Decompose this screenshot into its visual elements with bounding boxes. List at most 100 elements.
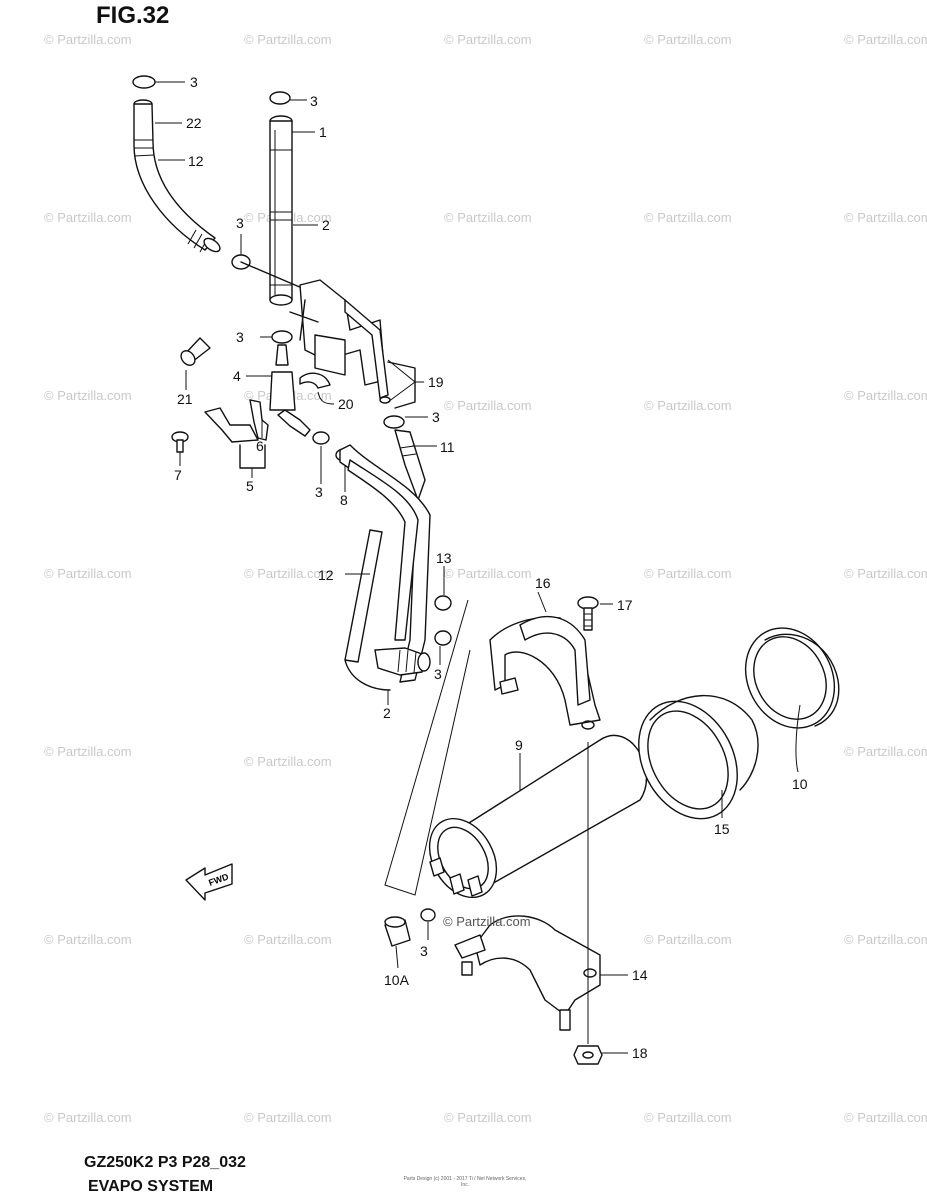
watermark: © Partzilla.com: [644, 932, 732, 947]
callout-labels: 3 22 12 3 1 2 3 3 4 21 19 20 3 11 6 7 5 …: [174, 74, 808, 1061]
watermark: © Partzilla.com: [244, 1110, 332, 1125]
clamp-part-3: [312, 431, 330, 445]
bolt-part-21: [180, 337, 211, 366]
callout-15: 15: [714, 821, 730, 837]
clamp-part-3: [434, 630, 452, 646]
callout-20: 20: [338, 396, 354, 412]
callout-3: 3: [236, 329, 244, 345]
callout-11: 11: [440, 439, 455, 455]
callout-16: 16: [535, 575, 551, 591]
vertical-hose: [269, 120, 293, 301]
watermark: © Partzilla.com: [644, 32, 732, 47]
watermark: © Partzilla.com: [444, 1110, 532, 1125]
assembly-leader: [384, 599, 471, 896]
callout-2: 2: [383, 705, 391, 721]
callout-2: 2: [322, 217, 330, 233]
watermark: © Partzilla.com: [844, 744, 927, 759]
clip-part-20: [299, 372, 331, 389]
cap-part-10: [744, 627, 840, 729]
forward-arrow: FWD: [185, 863, 233, 901]
watermark: © Partzilla.com: [844, 210, 927, 225]
footer-note: Parts Design (c) 2001 - 2017 Ti / Net Ne…: [403, 1176, 527, 1188]
callout-19: 19: [428, 374, 444, 390]
hose-part-11: [383, 415, 426, 501]
callout-3: 3: [432, 409, 440, 425]
leader-lines: [155, 81, 801, 1054]
callout-3: 3: [190, 74, 198, 90]
watermark: © Partzilla.com: [644, 1110, 732, 1125]
callout-3: 3: [434, 666, 442, 682]
callout-7: 7: [174, 467, 182, 483]
figure-title: FIG.32: [96, 2, 170, 29]
watermark: © Partzilla.com: [844, 388, 927, 403]
callout-14: 14: [632, 967, 648, 983]
watermark: © Partzilla.com: [644, 210, 732, 225]
watermark: © Partzilla.com: [444, 566, 532, 581]
watermark: © Partzilla.com: [844, 1110, 927, 1125]
callout-4: 4: [233, 368, 241, 384]
tube-part-1-2: [231, 91, 331, 306]
watermark: © Partzilla.com: [444, 32, 532, 47]
bracket-part-5-6: [171, 399, 269, 469]
watermark: © Partzilla.com: [44, 566, 132, 581]
watermark: © Partzilla.com: [644, 566, 732, 581]
clamp-part-3: [271, 330, 293, 344]
callout-13: 13: [436, 550, 452, 566]
watermark: © Partzilla.com: [244, 754, 332, 769]
cushion-part-15: [638, 694, 759, 820]
callout-3: 3: [420, 943, 428, 959]
curved-hose: [133, 103, 216, 251]
watermark: © Partzilla.com: [44, 932, 132, 947]
callout-8: 8: [340, 492, 348, 508]
watermark: © Partzilla.com: [244, 932, 332, 947]
callout-10A: 10A: [384, 972, 410, 988]
callout-3: 3: [310, 93, 318, 109]
hose-part-8-12: [335, 444, 431, 691]
nut-part-18: [573, 742, 603, 1065]
callout-9: 9: [515, 737, 523, 753]
clamp-part-3: [269, 91, 291, 105]
inline-watermark: © Partzilla.com: [443, 914, 531, 929]
watermark: © Partzilla.com: [244, 566, 332, 581]
model-code: GZ250K2 P3 P28_032: [84, 1154, 246, 1171]
callout-1: 1: [319, 124, 327, 140]
callout-12: 12: [188, 153, 204, 169]
bolt-part-17: [577, 596, 599, 631]
screw-part-7: [176, 439, 184, 453]
clamp-part-3: [420, 908, 436, 922]
clamp-part-3: [132, 75, 156, 89]
plug-part-10A: [384, 908, 436, 947]
callout-6: 6: [256, 438, 264, 454]
clamp-part-13: [434, 595, 452, 611]
bracket-part-16: [489, 615, 601, 730]
watermark: © Partzilla.com: [444, 398, 532, 413]
watermark: © Partzilla.com: [44, 744, 132, 759]
hose-22-12: [132, 75, 221, 253]
watermark: © Partzilla.com: [44, 210, 132, 225]
clamp-part-3: [383, 415, 405, 429]
callout-22: 22: [186, 115, 202, 131]
watermark: © Partzilla.com: [444, 210, 532, 225]
fwd-arrow-icon: [185, 863, 233, 901]
callout-17: 17: [617, 597, 633, 613]
watermark: © Partzilla.com: [844, 566, 927, 581]
watermark: © Partzilla.com: [644, 398, 732, 413]
watermark: © Partzilla.com: [44, 1110, 132, 1125]
watermark: © Partzilla.com: [44, 32, 132, 47]
callout-5: 5: [246, 478, 254, 494]
bracket-part-14: [454, 915, 601, 1031]
callout-3: 3: [236, 215, 244, 231]
watermark: © Partzilla.com: [844, 32, 927, 47]
callout-10: 10: [792, 776, 808, 792]
callout-3: 3: [315, 484, 323, 500]
canister-part-9: [428, 734, 648, 899]
clamps-part-13: [434, 595, 452, 646]
callout-12: 12: [318, 567, 334, 583]
callout-18: 18: [632, 1045, 648, 1061]
watermark: © Partzilla.com: [244, 32, 332, 47]
watermark: © Partzilla.com: [844, 932, 927, 947]
system-name: EVAPO SYSTEM: [88, 1178, 214, 1195]
callout-21: 21: [177, 391, 193, 407]
